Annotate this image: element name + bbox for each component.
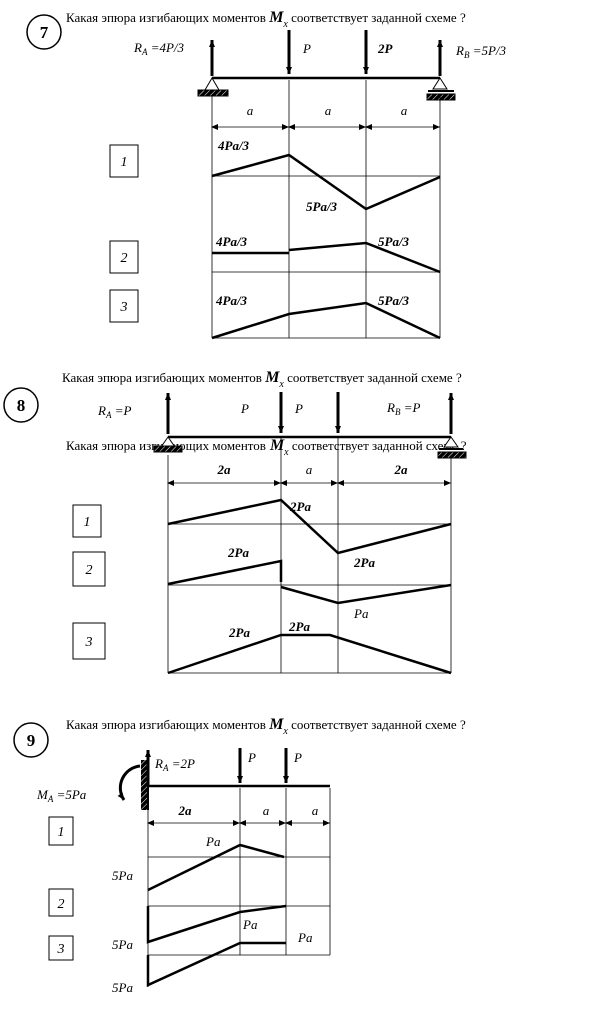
moment-curve-2a [167, 559, 283, 586]
diagram-label: 5Pa [112, 868, 133, 883]
problem-number-circle [13, 722, 49, 758]
option-box-3[interactable] [72, 622, 106, 660]
diagram-label: 4Pa/3 [217, 138, 250, 153]
pin-support [197, 77, 229, 97]
moment-a-label: MA =5Pa [36, 787, 87, 804]
reaction-a-label: RA =4P/3 [133, 40, 185, 57]
diagram-label: 4Pa/3 [215, 234, 248, 249]
moment-curve-3 [167, 633, 452, 675]
option-label: 2 [121, 251, 128, 266]
diagram-label: 2Pa [288, 619, 310, 634]
reaction-a-label: RA =P [97, 403, 131, 420]
moment-curve-3 [211, 301, 441, 340]
option-label: 3 [57, 942, 65, 957]
diagram-label: 2Pa [228, 625, 250, 640]
diagram-grid [147, 788, 331, 987]
option-box-2[interactable] [48, 888, 74, 917]
problem-9: 9 Какая эпюра изгибающих моментов Mx соо… [13, 716, 466, 995]
problem-number: 7 [40, 23, 49, 42]
pin-support [153, 436, 183, 453]
diagram-label: 5Pa [112, 980, 133, 995]
option-box-1[interactable] [109, 144, 139, 178]
option-box-1[interactable] [72, 504, 102, 538]
diagram-label: Pa [205, 834, 221, 849]
roller-support [426, 77, 456, 101]
load-2p-label: 2P [377, 41, 394, 56]
diagram-label: 2Pa [353, 555, 375, 570]
load-p2-label: P [293, 750, 302, 765]
reaction-b-label: RB =5P/3 [455, 43, 507, 60]
moment-curve-1 [211, 153, 441, 211]
question-text: Какая эпюра изгибающих моментов Mx соотв… [66, 716, 466, 737]
roller-support [437, 436, 467, 459]
span-label: 2a [394, 462, 409, 477]
problem-number: 9 [27, 731, 36, 750]
question-text: Какая эпюра изгибающих моментов Mx соотв… [62, 369, 462, 390]
diagram-label: Pa [297, 930, 313, 945]
moment-curve-1 [147, 843, 285, 892]
load-p1-label: P [240, 401, 249, 416]
option-box-3[interactable] [109, 289, 139, 323]
diagram-label: 2Pa [289, 499, 311, 514]
diagram-label: 5Pa [112, 937, 133, 952]
option-label: 1 [84, 515, 91, 530]
diagram-label: 2Pa [227, 545, 249, 560]
moment-curve-2 [146, 904, 287, 944]
diagram-label: Pa [353, 606, 369, 621]
moment-curve-2b [280, 583, 452, 605]
load-p1-label: P [247, 750, 256, 765]
problem-number-circle [26, 14, 62, 50]
moment-curve-1 [167, 498, 452, 555]
option-box-2[interactable] [109, 240, 139, 274]
moment-curve-3 [146, 941, 286, 987]
span-label: a [401, 103, 408, 118]
problem-8: 8 Какая эпюра изгибающих моментов Mx соо… [3, 369, 467, 675]
option-label: 3 [120, 300, 128, 315]
problem-7: 7 Какая эпюра изгибающих моментов Mx соо… [26, 9, 507, 340]
span-label: 2a [217, 462, 232, 477]
option-box-1[interactable] [48, 816, 74, 846]
diagram-label: 5Pa/3 [306, 199, 338, 214]
span-label: 2a [178, 803, 193, 818]
span-label: a [247, 103, 254, 118]
option-label: 1 [58, 825, 65, 840]
span-label: a [263, 803, 270, 818]
option-label: 2 [86, 563, 93, 578]
option-box-2[interactable] [72, 551, 106, 587]
diagram-label: 4Pa/3 [215, 293, 248, 308]
diagram-label: 5Pa/3 [378, 293, 410, 308]
option-label: 3 [85, 635, 93, 650]
load-p2-label: P [294, 401, 303, 416]
moment-curve-2b [288, 241, 441, 274]
span-label: a [306, 462, 313, 477]
diagram-label: 5Pa/3 [378, 234, 410, 249]
load-p-label: P [302, 41, 311, 56]
reaction-b-label: RB =P [386, 400, 420, 417]
problem-number: 8 [17, 396, 26, 415]
diagram-grid [167, 438, 452, 674]
span-label: a [312, 803, 319, 818]
reaction-a-label: RA =2P [154, 756, 195, 773]
option-label: 1 [121, 155, 128, 170]
problem-number-circle [3, 387, 39, 423]
option-box-3[interactable] [48, 935, 74, 961]
diagram-label: Pa [242, 917, 258, 932]
question-text: Какая эпюра изгибающих моментов Mx соотв… [66, 9, 466, 30]
span-label: a [325, 103, 332, 118]
moment-arrow [117, 764, 141, 801]
option-label: 2 [58, 897, 65, 912]
